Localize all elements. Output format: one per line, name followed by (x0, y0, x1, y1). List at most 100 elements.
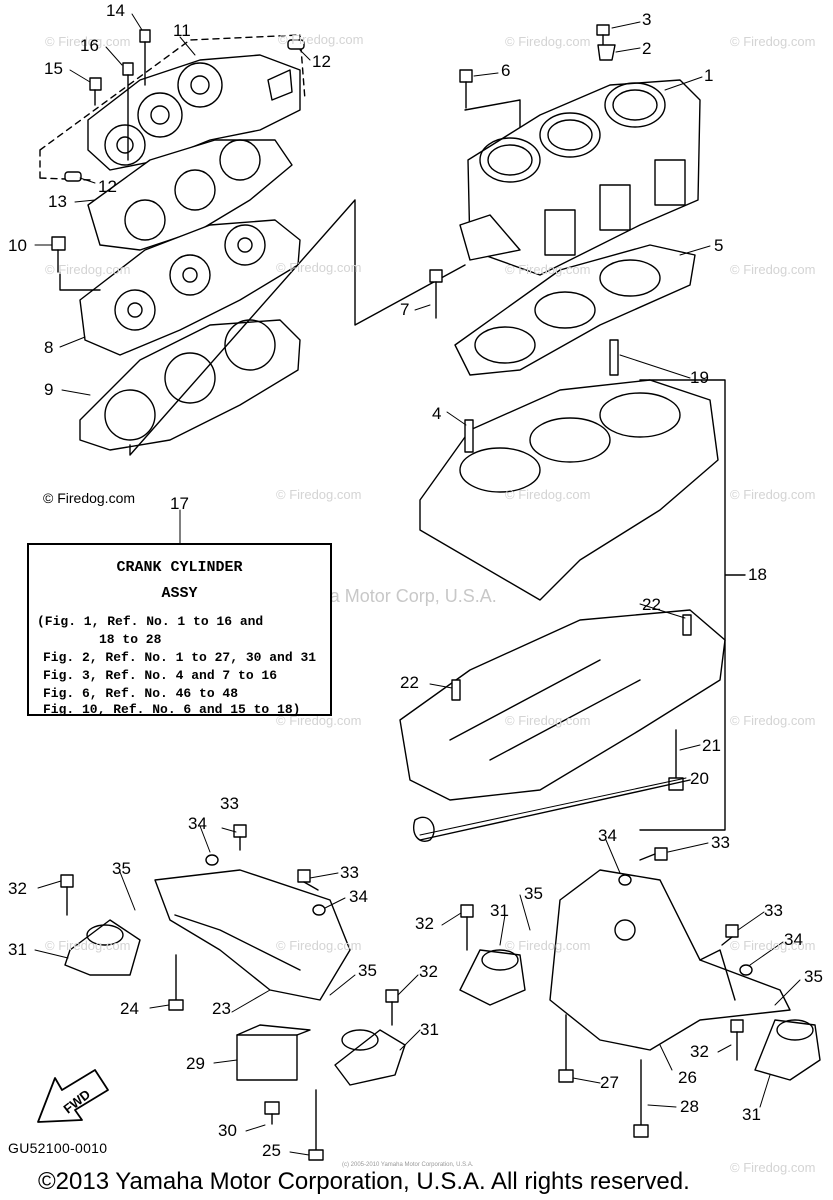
watermark: © Firedog.com (276, 938, 362, 953)
pin-12b (64, 171, 82, 182)
callout-32: 32 (415, 914, 434, 933)
callout-26: 26 (678, 1068, 697, 1087)
watermark: © Firedog.com (730, 1160, 816, 1175)
callout-35: 35 (804, 967, 823, 986)
assembly-note-box: CRANK CYLINDER ASSY (Fig. 1, Ref. No. 1 … (27, 543, 332, 717)
callout-33: 33 (711, 833, 730, 852)
assembly-line: Fig. 3, Ref. No. 4 and 7 to 16 (43, 668, 278, 683)
callout-35: 35 (358, 961, 377, 980)
assembly-line: 18 to 28 (99, 632, 162, 647)
callout-9: 9 (44, 380, 54, 399)
bolt-27 (558, 1014, 574, 1083)
bolt-25 (308, 1089, 324, 1161)
screw-3 (596, 24, 610, 46)
bolt-10 (51, 236, 66, 273)
assembly-subtitle: ASSY (161, 585, 198, 602)
bolt-33-c (639, 847, 668, 861)
watermark: © Firedog.com (45, 262, 131, 277)
engine-bracket-23 (154, 869, 351, 1001)
callout-12: 12 (98, 177, 117, 196)
washer-34-c (618, 874, 632, 886)
cylinder-gasket-9 (79, 319, 301, 451)
bolt-24 (168, 954, 184, 1011)
callout-27: 27 (600, 1073, 619, 1092)
callout-3: 3 (642, 10, 652, 29)
watermark: © Firedog.com (505, 487, 591, 502)
damper-29 (236, 1024, 311, 1081)
callout-5: 5 (714, 236, 724, 255)
leader-lines (34, 13, 801, 1156)
mount-31-right-b (754, 1019, 821, 1081)
watermark: © Firedog.com (730, 262, 816, 277)
diagram-code: GU52100-0010 (8, 1140, 108, 1156)
bolt-32-left (60, 874, 74, 916)
callout-31: 31 (8, 940, 27, 959)
callout-19: 19 (690, 368, 709, 387)
assembly-title: CRANK CYLINDER (116, 559, 243, 576)
callout-34: 34 (598, 826, 617, 845)
firedog-credit: © Firedog.com (43, 490, 136, 506)
tiny-copyright: (c) 2005-2010 Yamaha Motor Corporation, … (342, 1162, 474, 1168)
watermark: © Firedog.com (505, 34, 591, 49)
bolt-6 (459, 69, 473, 109)
engine-bracket-26 (549, 869, 791, 1051)
watermark: © Firedog.com (730, 487, 816, 502)
head-gasket-13 (87, 139, 293, 251)
bolt-33-d (721, 924, 739, 946)
bolt-14 (139, 29, 151, 86)
callout-22: 22 (642, 595, 661, 614)
washer-34-a (205, 854, 219, 866)
callout-4: 4 (432, 404, 442, 423)
callout-33: 33 (764, 901, 783, 920)
callout-2: 2 (642, 39, 652, 58)
bolt-32-right-b (730, 1019, 744, 1061)
watermark: © Firedog.com (45, 938, 131, 953)
callout-29: 29 (186, 1054, 205, 1073)
callout-21: 21 (702, 736, 721, 755)
mount-31-center (334, 1029, 406, 1086)
watermark: © Firedog.com (505, 938, 591, 953)
callout-20: 20 (690, 769, 709, 788)
watermark: © Firedog.com (730, 938, 816, 953)
assembly-line: Fig. 10, Ref. No. 6 and 15 to 18) (43, 702, 301, 717)
assembly-line: Fig. 2, Ref. No. 1 to 27, 30 and 31 (43, 650, 317, 665)
callout-13: 13 (48, 192, 67, 211)
watermark: © Firedog.com (276, 713, 362, 728)
bolt-30 (264, 1101, 280, 1125)
washer-34-b (312, 904, 326, 916)
callout-14: 14 (106, 1, 125, 20)
callout-12: 12 (312, 52, 331, 71)
bolt-15 (89, 77, 102, 106)
callout-15: 15 (44, 59, 63, 78)
mount-31-right-a (459, 949, 526, 1006)
callout-24: 24 (120, 999, 139, 1018)
callout-30: 30 (218, 1121, 237, 1140)
bolt-33-b (297, 869, 319, 891)
copyright-footer: ©2013 Yamaha Motor Corporation, U.S.A. A… (38, 1168, 690, 1195)
callout-31: 31 (420, 1020, 439, 1039)
callout-34: 34 (349, 887, 368, 906)
callout-32: 32 (8, 879, 27, 898)
watermark: © Firedog.com (45, 34, 131, 49)
watermark: © Firedog.com (730, 713, 816, 728)
callout-33: 33 (220, 794, 239, 813)
callout-23: 23 (212, 999, 231, 1018)
callout-22: 22 (400, 673, 419, 692)
watermark: © Firedog.com (276, 487, 362, 502)
callout-31: 31 (742, 1105, 761, 1124)
watermark: © Firedog.com (276, 260, 362, 275)
bolt-7 (429, 269, 443, 319)
callout-35: 35 (524, 884, 543, 903)
watermark: © Firedog.com (505, 262, 591, 277)
base-gasket-5 (454, 244, 696, 376)
head-cover-assembly (39, 34, 306, 181)
pin-12a (287, 39, 305, 50)
upper-crankcase (419, 339, 719, 601)
callout-28: 28 (680, 1097, 699, 1116)
bolt-28 (633, 1059, 649, 1138)
bracket-2 (597, 44, 616, 61)
callout-8: 8 (44, 338, 54, 357)
callout-32: 32 (419, 962, 438, 981)
bolt-32-center (385, 989, 399, 1026)
mount-31-left (64, 919, 141, 976)
